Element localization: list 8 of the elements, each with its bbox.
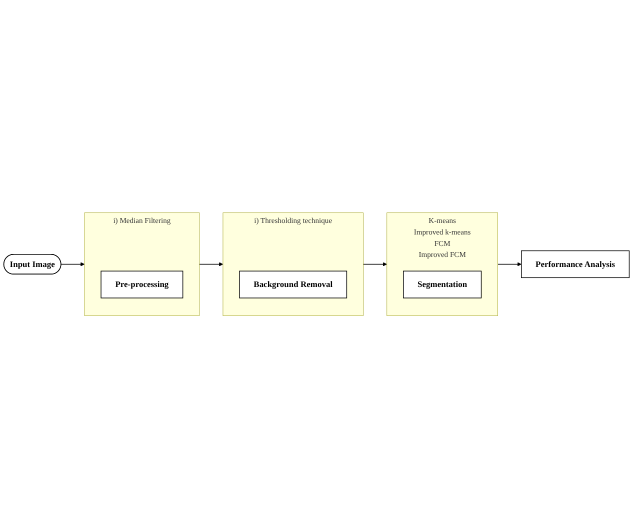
arrow: [199, 262, 224, 267]
arrow: [362, 262, 388, 267]
arrow: [497, 262, 522, 267]
node-box: Segmentation: [403, 270, 482, 299]
node-box: Background Removal: [239, 270, 348, 299]
node-box: Performance Analysis: [521, 250, 630, 278]
arrow: [60, 262, 85, 267]
node-box: Pre-processing: [100, 270, 184, 299]
